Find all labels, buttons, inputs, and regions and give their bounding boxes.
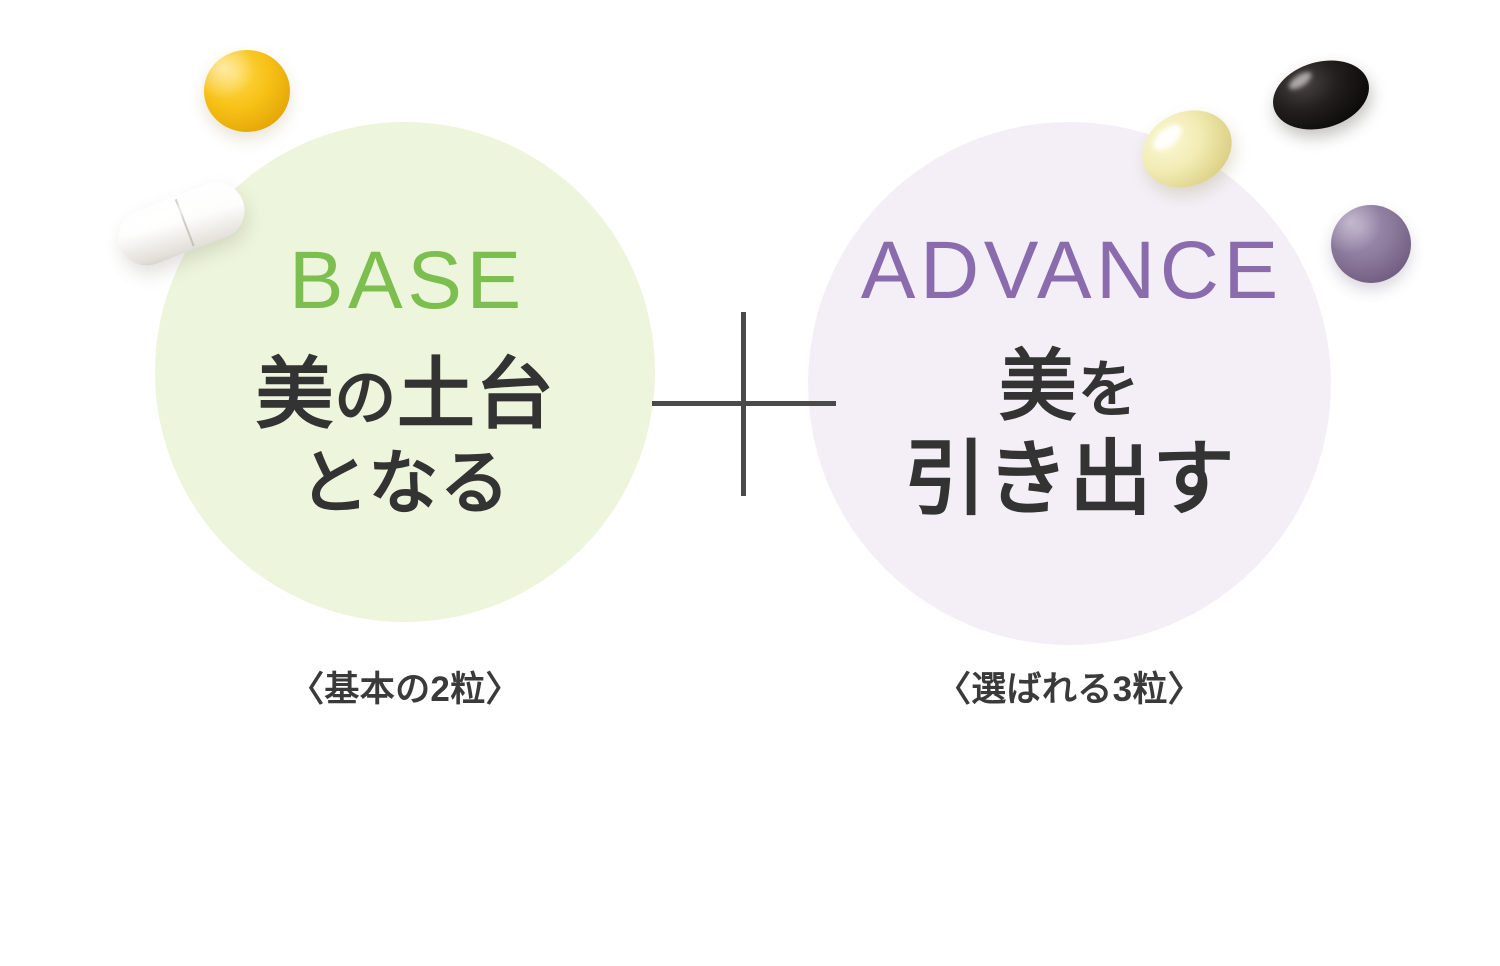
base-panel: BASE 美の土台 となる [155, 122, 655, 520]
base-headline-line-1-main: 美 [255, 350, 335, 438]
base-eyebrow-label: BASE [288, 235, 526, 326]
advance-headline-line-1-small: を [1077, 356, 1141, 425]
advance-panel: ADVANCE 美を 引き出す [808, 122, 1331, 526]
plus-sign-vertical-bar [741, 312, 746, 496]
base-caption: 〈基本の2粒〉 [289, 670, 521, 709]
advance-headline-line-1: 美を [808, 345, 1331, 427]
purple-round-tablet-icon [1331, 205, 1411, 283]
base-headline: 美の土台 となる [155, 353, 655, 523]
base-headline-line-2: となる [298, 444, 512, 523]
yellow-round-tablet-icon [204, 50, 290, 132]
advance-headline-line-1-main: 美 [998, 342, 1078, 430]
advance-headline: 美を 引き出す [808, 345, 1331, 526]
advance-headline-line-2: 引き出す [903, 434, 1236, 526]
advance-caption: 〈選ばれる3粒〉 [935, 670, 1204, 709]
advance-circle-background [808, 122, 1331, 645]
base-headline-line-1: 美の土台 [155, 353, 655, 435]
plus-sign-icon [652, 312, 836, 496]
base-headline-line-1-rest: 土台 [397, 350, 555, 438]
advance-eyebrow-label: ADVANCE [860, 225, 1283, 316]
base-headline-line-1-small: の [334, 364, 397, 433]
